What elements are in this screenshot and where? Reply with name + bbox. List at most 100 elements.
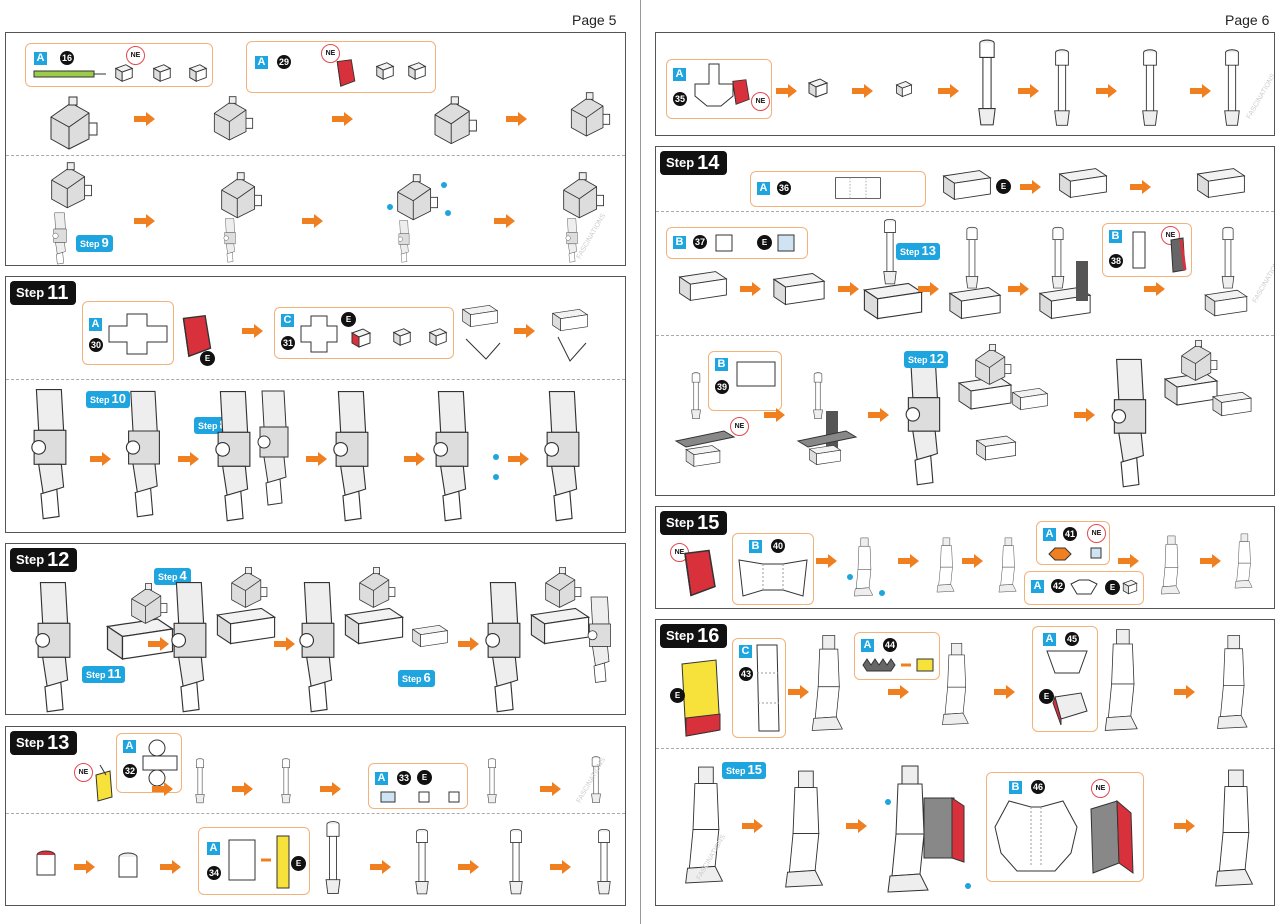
part-number: 35 <box>673 92 687 106</box>
leg-assembly-figure <box>1215 769 1254 887</box>
e-marker: E <box>757 235 772 250</box>
foot-part-figure <box>1104 629 1138 731</box>
tube-figure <box>1054 49 1070 126</box>
inset-part-33: A 33 E <box>368 763 468 809</box>
e-marker: E <box>341 312 356 327</box>
step-ref-word: Step <box>80 239 100 249</box>
inset-part-46: B 46 NE <box>986 772 1144 882</box>
tube-figure <box>415 828 429 895</box>
step-ref-word: Step <box>900 247 920 257</box>
step-number: 14 <box>697 152 720 174</box>
e-marker: E <box>417 770 432 785</box>
inset-part-44: A 44 <box>854 632 940 680</box>
part-number: 45 <box>1065 632 1079 646</box>
part-number: 16 <box>60 51 74 65</box>
inset-part-35: A 35 NE <box>666 59 772 119</box>
part-number: 39 <box>715 380 729 394</box>
cylinder-figure <box>195 758 205 804</box>
flat-net-figure <box>1132 231 1146 269</box>
page-number-left: Page 5 <box>572 12 617 28</box>
sheet-label: A <box>673 68 686 81</box>
box-assembly-figure <box>943 170 991 200</box>
ne-marker: NE <box>751 92 770 111</box>
step-ref-word: Step <box>198 421 218 431</box>
box-with-tube-figure <box>674 372 736 467</box>
step-number: 12 <box>47 549 70 571</box>
inset-part-34: A 34 E <box>198 827 310 895</box>
sheet-label: A <box>34 52 47 65</box>
small-part-figure <box>896 81 912 97</box>
step-word: Step <box>666 155 695 170</box>
row-divider <box>656 335 1274 336</box>
tube-figure <box>597 828 611 895</box>
watermark: FASCINATIONS <box>1251 256 1275 305</box>
upper-body-assembly-figure <box>1111 340 1252 488</box>
small-part-figure <box>1122 579 1138 595</box>
part-number: 44 <box>883 638 897 652</box>
cube-figure <box>429 328 447 346</box>
sheet-label: A <box>1043 633 1056 646</box>
step-word: Step <box>16 552 45 567</box>
sheet-label: A <box>375 772 388 785</box>
yellow-part-figure <box>95 764 113 802</box>
page-divider <box>640 0 641 924</box>
step-ref-word: Step <box>90 395 110 405</box>
red-part-figure <box>1090 799 1134 874</box>
part-assembly-figure <box>189 64 207 82</box>
box-assembly-figure <box>1059 168 1107 198</box>
ne-marker: NE <box>74 763 93 782</box>
part-number: 46 <box>1031 780 1045 794</box>
part-number: 41 <box>1063 527 1077 541</box>
sheet-to-tube-figure <box>228 835 290 889</box>
part-assembly-figure <box>376 62 394 80</box>
row-divider <box>656 748 1274 749</box>
e-marker: E <box>1105 580 1120 595</box>
box-assembly-figure <box>773 272 825 306</box>
shin-part-figure <box>1234 533 1253 589</box>
torso-figure <box>434 96 477 145</box>
inset-part-38: B 38 NE <box>1102 223 1192 277</box>
part-number: 37 <box>693 235 707 249</box>
flat-strip-figure <box>756 644 780 732</box>
torso-with-skirt-figure <box>221 172 263 263</box>
step-ref-number: 10 <box>111 391 126 406</box>
step-ref-number: 11 <box>107 666 122 681</box>
part-number: 33 <box>397 771 411 785</box>
inset-part-42: A 42 E <box>1024 571 1144 605</box>
arm-figure <box>125 390 160 518</box>
sheet-label: A <box>861 639 874 652</box>
sheet-label: B <box>673 236 686 249</box>
inset-part-16: A 16 NE <box>25 43 213 87</box>
inset-part-29: A 29 NE <box>246 41 436 93</box>
small-parts-figure <box>1048 547 1102 561</box>
page-number-right: Page 6 <box>1225 12 1270 28</box>
torso-figure <box>213 96 254 141</box>
step-number: 15 <box>697 512 720 534</box>
torso-figure <box>570 92 611 137</box>
sheet-label: C <box>281 314 294 327</box>
flat-net-figure <box>994 800 1078 872</box>
panel-step13-continued: A 35 NE FASCINATIONS <box>655 32 1275 136</box>
yellow-part-figure <box>681 659 721 737</box>
sheet-label: A <box>757 182 770 195</box>
flat-sheet-figure <box>736 361 776 387</box>
flat-net-figure <box>300 315 338 353</box>
sheet-label: A <box>1031 580 1044 593</box>
e-marker: E <box>996 179 1011 194</box>
sheet-label: A <box>1043 528 1056 541</box>
step-number: 16 <box>697 625 720 647</box>
cube-figure <box>393 328 411 346</box>
torso-arm-assembly-figure <box>485 567 611 713</box>
step-ref-word: Step <box>86 670 106 680</box>
sheet-label: C <box>739 645 752 658</box>
red-cube-figure <box>350 328 372 348</box>
sheet-label: A <box>255 56 268 69</box>
